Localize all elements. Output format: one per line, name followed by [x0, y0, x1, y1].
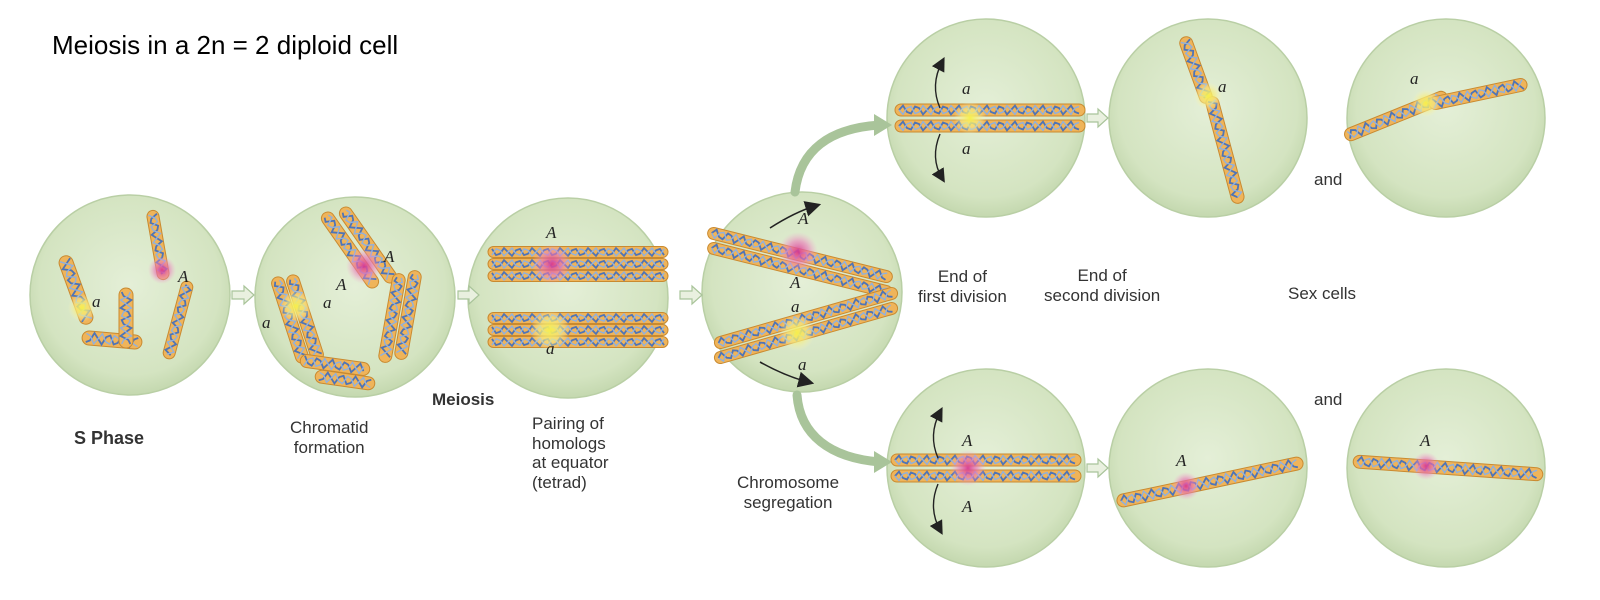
pull-arrow-first-down-b — [929, 483, 943, 535]
centromere-A-tetrad — [532, 244, 572, 284]
allele-A-first-1: A — [961, 431, 973, 450]
arrow-tetrad-to-segregation — [679, 284, 703, 306]
chromatid-a-4 — [314, 369, 376, 391]
arrow-s-to-chromatid — [231, 284, 255, 306]
label-pairing: Pairing of homologs at equator (tetrad) — [532, 414, 609, 492]
allele-a-first-2: a — [962, 139, 971, 158]
tetrad-A-chromatid-2 — [487, 258, 669, 270]
label-end-second-division: End of second division — [1044, 266, 1161, 305]
tetrad-A-chromatid-1 — [487, 246, 669, 258]
allele-A-seg-1: A — [797, 209, 809, 228]
centromere-a-s-phase — [68, 294, 96, 322]
allele-A-seg-2: A — [789, 273, 801, 292]
curved-arrow-down-head — [874, 451, 892, 473]
centromere-A-chromatid — [346, 248, 382, 284]
allele-A-tetrad-top: A — [545, 223, 557, 242]
tetrad-a-chromatid-2 — [487, 324, 669, 336]
first-div-a-chromatid-1 — [894, 103, 1086, 117]
label-and-bottom: and — [1314, 390, 1343, 409]
tetrad-a-chromatid-3 — [487, 336, 669, 348]
sex-cell-A — [1352, 454, 1544, 482]
centromere-a-second-div — [1194, 82, 1222, 110]
allele-a-sex: a — [1410, 69, 1419, 88]
tetrad-a-chromatid-1 — [487, 312, 669, 324]
allele-A-chromatid-1: A — [335, 275, 347, 294]
centromere-a-first-div — [954, 102, 986, 134]
pull-arrow-first-down — [931, 133, 945, 183]
allele-A-sex: A — [1419, 431, 1431, 450]
cell-second-div-bottom — [1108, 368, 1308, 568]
label-end-first-division: End of first division — [918, 267, 1007, 306]
pull-arrow-up — [769, 201, 822, 229]
label-sex-cells: Sex cells — [1288, 284, 1357, 303]
allele-a-tetrad-bottom: a — [546, 339, 555, 358]
first-div-a-chromatid-2 — [894, 119, 1086, 133]
arrow-chromatid-to-tetrad — [457, 284, 480, 306]
centromere-A-sex — [1412, 452, 1440, 480]
centromere-A-first-div — [950, 450, 986, 486]
centromere-a-chromatid — [280, 290, 312, 322]
arrow-first-to-second-bottom — [1086, 457, 1109, 479]
allele-a-seg-1: a — [791, 297, 800, 316]
label-segregation: Chromosome segregation — [737, 473, 840, 512]
allele-A-s-phase: A — [177, 267, 189, 286]
second-div-a-lower — [1205, 96, 1245, 204]
allele-a-s-phase: a — [92, 292, 101, 311]
pull-arrow-first-up-b — [929, 407, 943, 459]
cell-second-div-top — [1108, 18, 1308, 218]
cell-tetrad — [467, 197, 669, 399]
pull-arrow-down — [759, 361, 815, 388]
arrow-first-to-second-top — [1086, 107, 1109, 129]
label-and-top: and — [1314, 170, 1343, 189]
first-div-A-chromatid-2 — [890, 469, 1082, 483]
centromere-A-s-phase — [148, 256, 176, 284]
allele-a-seg-2: a — [798, 355, 807, 374]
allele-a-chromatid-2: a — [323, 293, 332, 312]
curved-arrow-up — [790, 120, 885, 197]
allele-a-chromatid-1: a — [262, 313, 271, 332]
sex-cell-a-right — [1428, 77, 1528, 111]
allele-a-second: a — [1218, 77, 1227, 96]
chromatid-A-4 — [394, 270, 422, 360]
pull-arrow-first-up — [931, 57, 945, 109]
allele-a-first-1: a — [962, 79, 971, 98]
curved-arrow-up-head — [874, 114, 892, 136]
tetrad-A-chromatid-3 — [487, 270, 669, 282]
centromere-a-segregation — [779, 315, 815, 351]
chromosome-a-right-arm — [118, 287, 134, 349]
centromere-A-segregation — [778, 232, 818, 272]
centromere-A-second-div — [1172, 472, 1200, 500]
cell-sex-top — [1346, 18, 1546, 218]
label-meiosis: Meiosis — [432, 390, 495, 409]
curved-arrow-down — [792, 390, 885, 467]
page-title: Meiosis in a 2n = 2 diploid cell — [52, 30, 399, 60]
allele-A-second: A — [1175, 451, 1187, 470]
centromere-a-tetrad — [530, 310, 570, 350]
second-div-A — [1116, 456, 1304, 508]
first-div-A-chromatid-1 — [890, 453, 1082, 467]
allele-A-first-2: A — [961, 497, 973, 516]
label-s-phase: S Phase — [74, 428, 145, 448]
allele-A-chromatid-2: A — [383, 247, 395, 266]
label-chromatid-formation: Chromatid formation — [290, 418, 369, 457]
chromosome-A-lower — [162, 280, 194, 360]
centromere-a-sex — [1412, 89, 1440, 117]
chromatid-A-3 — [378, 273, 406, 363]
